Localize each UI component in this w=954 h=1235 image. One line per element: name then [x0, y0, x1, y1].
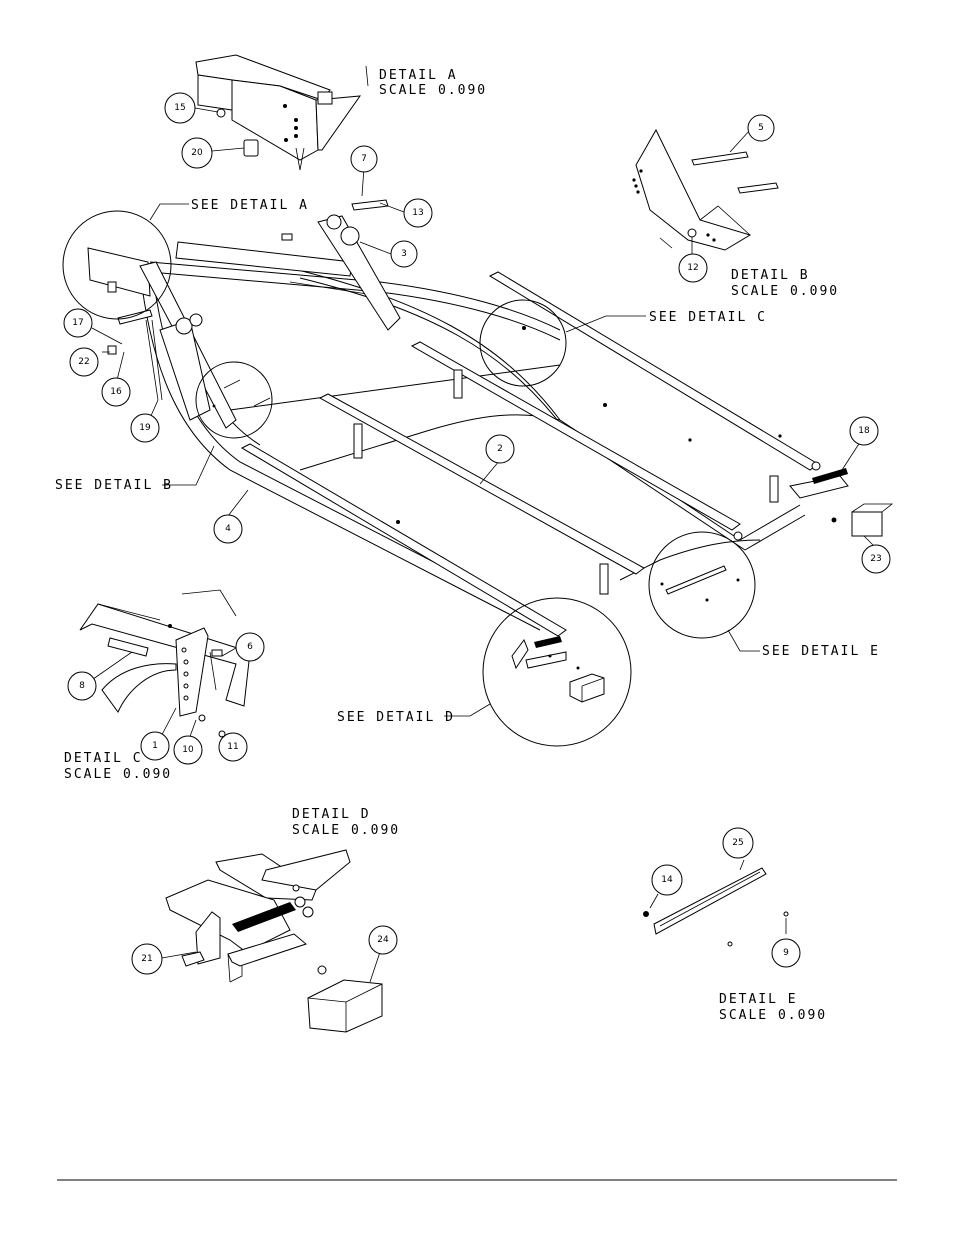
balloon-5-label: 5	[758, 123, 764, 133]
balloon-21-label: 21	[141, 954, 152, 964]
balloon-13: 13	[403, 198, 433, 228]
balloon-4: 4	[213, 514, 243, 544]
detail-e-circle-content	[660, 565, 740, 602]
balloon-14: 14	[651, 864, 683, 896]
see-detail-b-label: SEE DETAIL B	[55, 478, 173, 493]
balloon-5: 5	[747, 114, 775, 142]
balloon-12-label: 12	[687, 263, 698, 273]
balloon-8: 8	[67, 671, 97, 701]
balloon-6-label: 6	[247, 642, 253, 652]
detail-d-circle-content	[511, 636, 605, 703]
see-detail-e-label: SEE DETAIL E	[762, 644, 880, 659]
balloon-9: 9	[771, 938, 801, 968]
balloon-11: 11	[218, 732, 248, 762]
balloon-19-label: 19	[139, 423, 151, 433]
detail-d-title: DETAIL D	[292, 807, 371, 822]
balloon-2: 2	[485, 434, 515, 464]
balloon-24: 24	[368, 925, 398, 955]
detail-c-scale: SCALE 0.090	[64, 767, 172, 782]
balloon-22-label: 22	[78, 357, 89, 367]
balloon-13-label: 13	[412, 208, 423, 218]
detail-a-scale: SCALE 0.090	[379, 83, 487, 98]
balloon-16-label: 16	[110, 387, 122, 397]
balloon-3: 3	[390, 240, 418, 268]
detail-d-scale: SCALE 0.090	[292, 823, 400, 838]
detail-a-circle	[62, 210, 172, 320]
balloon-15-label: 15	[174, 103, 185, 113]
balloon-7-label: 7	[361, 154, 367, 164]
balloon-2-label: 2	[497, 444, 503, 454]
balloon-23: 23	[861, 544, 891, 574]
balloon-25-label: 25	[732, 838, 743, 848]
see-detail-c-label: SEE DETAIL C	[649, 310, 767, 325]
detail-d-drawing	[165, 849, 383, 1033]
detail-a-drawing	[195, 54, 369, 171]
detail-b-circle-content	[212, 379, 271, 408]
balloon-21: 21	[131, 943, 163, 975]
balloon-10: 10	[173, 735, 203, 765]
trailer-frame	[87, 199, 894, 637]
balloon-14-label: 14	[661, 875, 673, 885]
detail-e-drawing	[643, 859, 789, 947]
detail-b-scale: SCALE 0.090	[731, 284, 839, 299]
balloon-16: 16	[101, 377, 131, 407]
balloon-23-label: 23	[870, 554, 881, 564]
detail-c-drawing	[79, 589, 251, 738]
balloon-15: 15	[164, 92, 196, 124]
balloon-11-label: 11	[227, 742, 238, 752]
balloon-3-label: 3	[401, 249, 407, 259]
balloon-9-label: 9	[783, 948, 789, 958]
balloon-22: 22	[69, 347, 99, 377]
balloon-24-label: 24	[377, 935, 389, 945]
balloon-17: 17	[63, 308, 93, 338]
balloon-20: 20	[181, 137, 213, 169]
balloon-19: 19	[130, 413, 160, 443]
balloon-18: 18	[849, 416, 879, 446]
balloon-18-label: 18	[858, 426, 870, 436]
detail-d-circle	[482, 597, 632, 747]
detail-e-scale: SCALE 0.090	[719, 1008, 827, 1023]
detail-b-drawing	[632, 128, 779, 251]
detail-b-title: DETAIL B	[731, 268, 810, 283]
see-detail-d-label: SEE DETAIL D	[337, 710, 455, 725]
balloon-8-label: 8	[79, 681, 85, 691]
detail-c-title: DETAIL C	[64, 751, 143, 766]
detail-b-circle	[195, 361, 273, 439]
balloon-1: 1	[140, 731, 170, 761]
detail-e-circle	[648, 531, 756, 639]
balloon-17-label: 17	[72, 318, 83, 328]
detail-e-title: DETAIL E	[719, 992, 798, 1007]
balloon-7: 7	[350, 145, 378, 173]
balloon-10-label: 10	[182, 745, 194, 755]
balloon-20-label: 20	[191, 148, 203, 158]
balloon-12: 12	[678, 253, 708, 283]
see-detail-a-label: SEE DETAIL A	[191, 198, 309, 213]
balloon-6: 6	[235, 632, 265, 662]
balloon-4-label: 4	[225, 524, 231, 534]
detail-c-circle	[479, 299, 567, 387]
detail-a-title: DETAIL A	[379, 68, 458, 83]
balloon-1-label: 1	[152, 741, 158, 751]
balloon-25: 25	[722, 827, 754, 859]
